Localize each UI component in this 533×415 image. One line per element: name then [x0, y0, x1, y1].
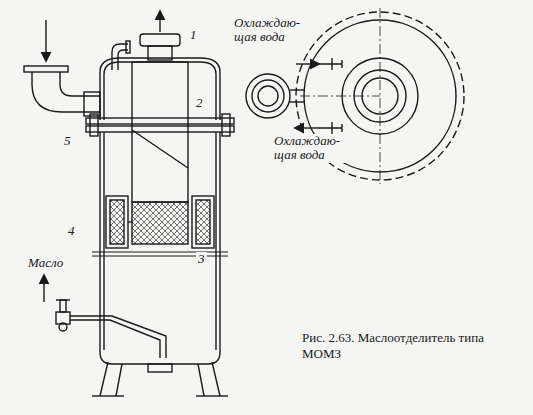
- callout-number: 2: [194, 96, 205, 110]
- callout-number: 5: [62, 134, 73, 148]
- flow-label: Охлаждаю- щая вода: [232, 16, 312, 45]
- flow-label: Охлаждаю- щая вода: [272, 134, 352, 163]
- callout-number: 4: [66, 224, 77, 238]
- figure-caption: Рис. 2.63. Маслоотделитель типа МОМЗ: [300, 330, 494, 363]
- flow-label: Масло: [26, 256, 65, 270]
- callout-number: 3: [196, 252, 207, 266]
- callout-number: 1: [188, 28, 199, 42]
